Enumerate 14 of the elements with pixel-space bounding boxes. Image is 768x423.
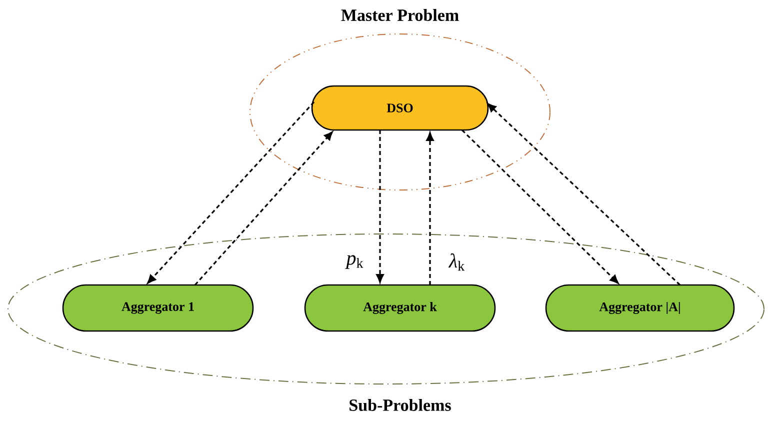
group-heading: Sub-Problems: [350, 399, 451, 411]
edge-label: p$_{k}$: [345, 254, 365, 270]
arrow: [147, 101, 315, 284]
rounded-box: Aggregator |A|: [545, 284, 735, 332]
rounded-box: Aggregator k: [304, 284, 496, 332]
arrow: [426, 132, 434, 285]
arrow: [461, 129, 619, 284]
group-heading: Master Problem: [341, 9, 459, 21]
rounded-box: DSO: [311, 85, 489, 131]
arrow: [376, 130, 384, 283]
edge-label: λ$_{k}$: [448, 252, 466, 272]
rounded-box: Aggregator 1: [62, 284, 254, 332]
arrow: [487, 103, 681, 286]
arrow: [194, 131, 333, 286]
